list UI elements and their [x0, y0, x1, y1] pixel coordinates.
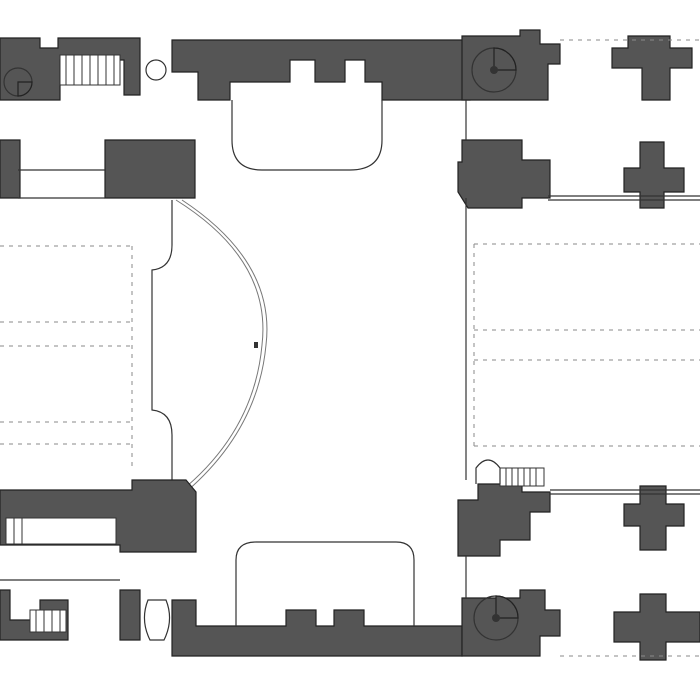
- bottom-right-stair: [499, 467, 545, 487]
- cross-pier-bottom-1: [623, 485, 685, 551]
- top-left-small-block: [0, 139, 21, 199]
- bottom-left-long-stair: [5, 517, 117, 545]
- left-screen-inner: [151, 200, 173, 480]
- top-wall: [0, 29, 700, 209]
- cross-pier-top-1: [611, 35, 693, 101]
- top-left-pier: [104, 139, 196, 199]
- top-right-pier: [457, 139, 551, 209]
- top-right-spiral-wedge: [493, 47, 517, 71]
- left-bays: [0, 245, 133, 470]
- bottom-wall: [0, 479, 700, 661]
- top-right-spiral-core: [490, 66, 498, 74]
- bottom-left-column: [143, 599, 171, 641]
- bottom-apse-recess: [235, 541, 415, 626]
- curved-screen-marker: [254, 342, 258, 348]
- top-apse-recess: [231, 100, 383, 171]
- top-left-tower-wall: [0, 37, 141, 101]
- bottom-right-tower-wall: [461, 589, 561, 657]
- bottom-left-small-stair: [29, 609, 67, 633]
- bottom-right-niche: [475, 459, 501, 484]
- top-center-small-niche-icon: [145, 59, 167, 81]
- bottom-right-spiral-core: [492, 614, 500, 622]
- bottom-left-block: [119, 589, 141, 641]
- curved-screen-outer: [175, 199, 264, 493]
- bottom-right-spiral-wedge: [495, 595, 519, 619]
- top-left-spiral-wedge: [17, 81, 33, 97]
- curved-screen-inner: [181, 199, 268, 493]
- right-bays: [473, 243, 700, 447]
- top-left-stair: [59, 54, 121, 86]
- cross-pier-top-2: [623, 141, 685, 209]
- bottom-right-pier: [457, 483, 551, 557]
- cross-pier-bottom-2: [613, 593, 700, 661]
